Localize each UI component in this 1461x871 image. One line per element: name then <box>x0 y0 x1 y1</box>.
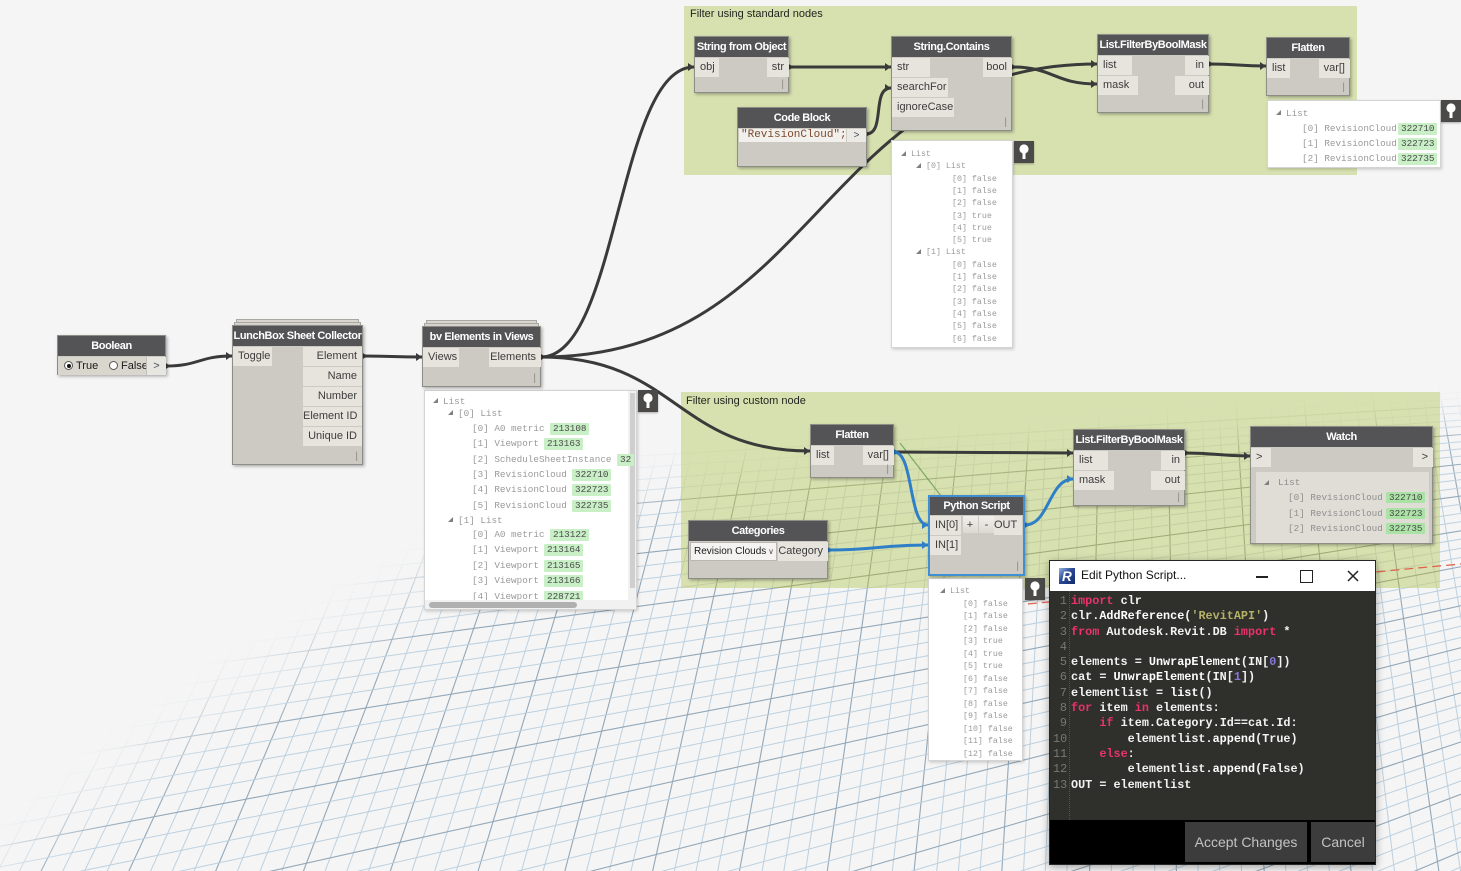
svg-text:R: R <box>1062 569 1072 584</box>
